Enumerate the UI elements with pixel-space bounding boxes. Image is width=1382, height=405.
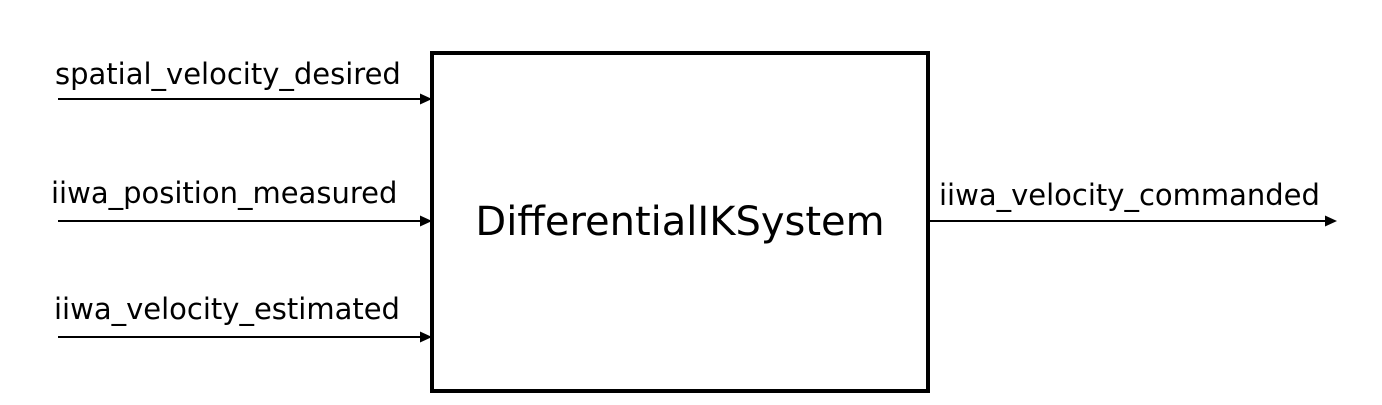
input-label-iiwa-velocity-estimated: iiwa_velocity_estimated	[54, 292, 400, 326]
input-label-spatial-velocity-desired: spatial_velocity_desired	[55, 57, 401, 91]
input-label-iiwa-position-measured: iiwa_position_measured	[51, 176, 398, 210]
input-arrow-iiwa-velocity-estimated	[58, 331, 432, 343]
output-label-iiwa-velocity-commanded: iiwa_velocity_commanded	[939, 178, 1320, 212]
block-title: DifferentialIKSystem	[475, 199, 885, 245]
input-arrow-iiwa-position-measured	[58, 215, 432, 227]
output-arrow-iiwa-velocity-commanded	[928, 215, 1337, 227]
input-arrow-spatial-velocity-desired	[58, 93, 432, 105]
